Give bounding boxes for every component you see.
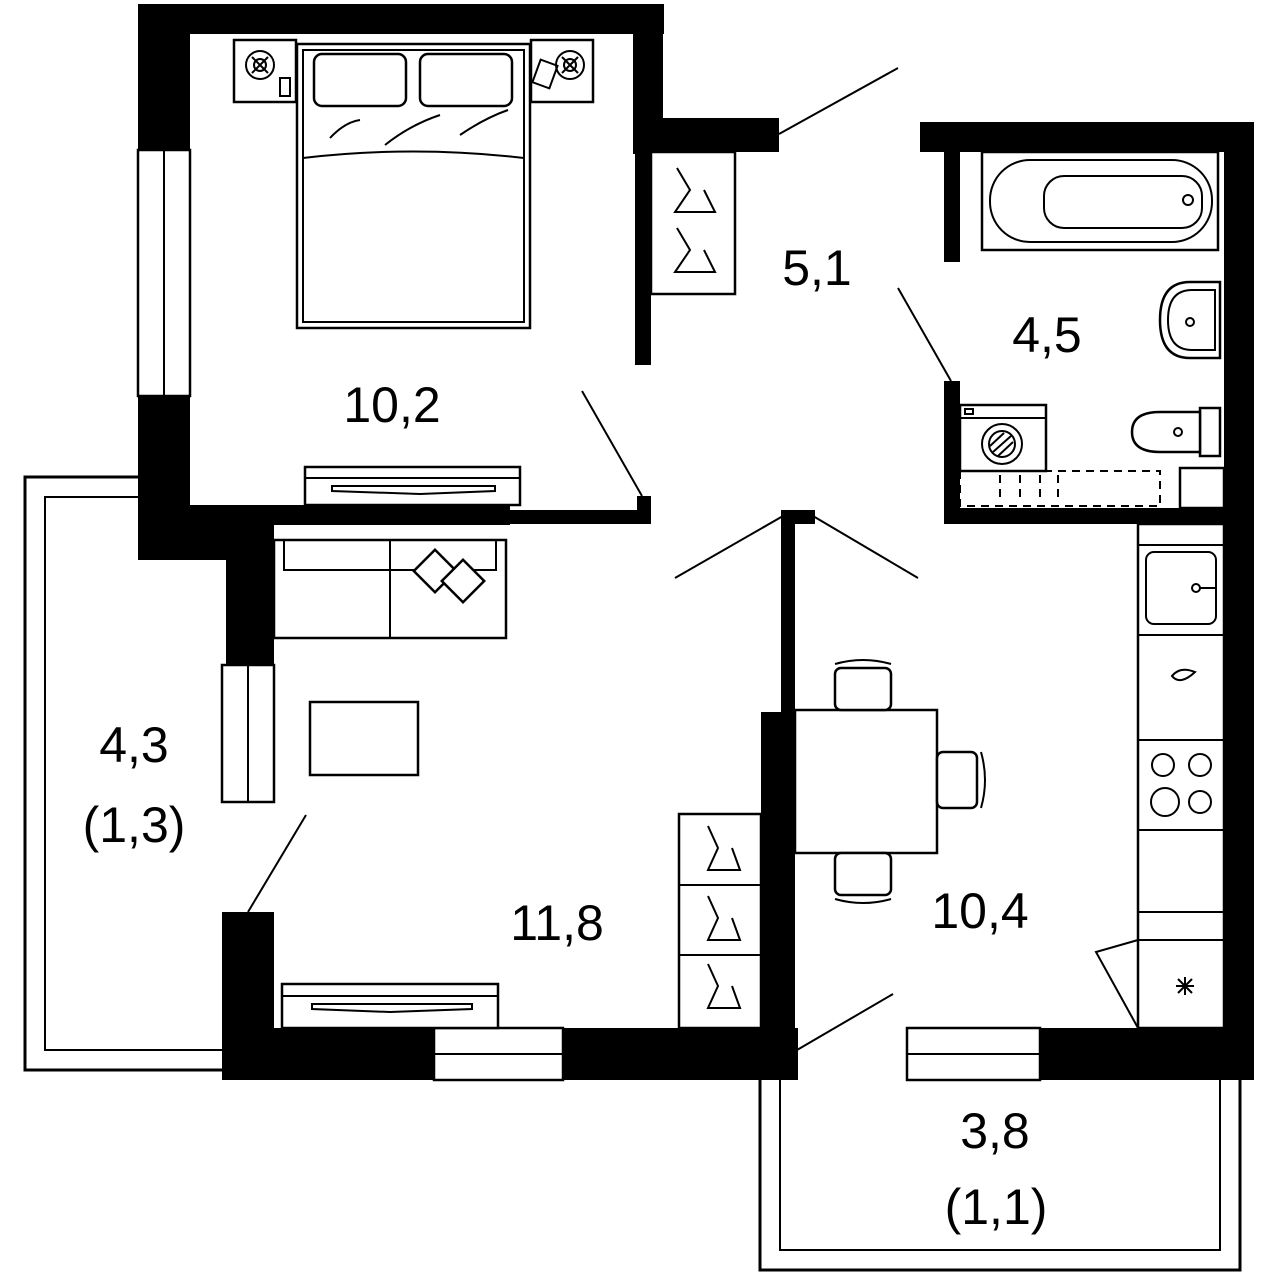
- wardrobe-living: [677, 812, 763, 1030]
- bathtub: [980, 150, 1220, 252]
- sofa: [272, 538, 508, 640]
- hall-area-label: 5,1: [782, 240, 852, 296]
- bedroom-area-label: 10,2: [343, 377, 440, 433]
- window-living-bottom: [432, 1026, 565, 1082]
- window-kitchen-bottom: [905, 1026, 1042, 1082]
- washbasin-bathroom: [1158, 280, 1222, 360]
- walls: [138, 4, 1254, 1080]
- tv-stand: [280, 982, 500, 1030]
- bathroom-area-label: 4,5: [1012, 307, 1082, 363]
- kitchen-area-label: 10,4: [931, 883, 1028, 939]
- wardrobe-hall: [649, 150, 737, 296]
- dresser-bedroom: [303, 465, 522, 507]
- door-swings: [247, 67, 952, 1051]
- balcony-right-area-label: 3,8: [960, 1103, 1030, 1159]
- living-room-area-label: 11,8: [510, 895, 604, 951]
- balcony-left-area-label: 4,3: [99, 717, 169, 773]
- kitchen-sink: [1145, 551, 1217, 625]
- bed: [295, 42, 532, 330]
- dining-table: [793, 659, 986, 904]
- coffee-table: [308, 700, 420, 777]
- fridge: [1094, 939, 1194, 1029]
- toilet: [1130, 406, 1222, 458]
- washing-machine: [958, 403, 1048, 473]
- nightstand-left: [232, 38, 298, 104]
- kitchen-counter: [1136, 522, 1226, 1030]
- balcony-left-reduced-area-label: (1,3): [83, 797, 186, 853]
- window-living-left: [220, 663, 276, 804]
- balcony-right-outline: [758, 1078, 1242, 1272]
- balcony-left-outline: [23, 475, 226, 1072]
- bathroom-dashed-cabinet: [959, 466, 1226, 510]
- balcony-right-reduced-area-label: (1,1): [945, 1179, 1048, 1235]
- nightstand-right: [529, 38, 595, 104]
- dishwasher: [1170, 668, 1197, 682]
- window-bedroom: [136, 148, 192, 398]
- cooktop: [1150, 753, 1212, 817]
